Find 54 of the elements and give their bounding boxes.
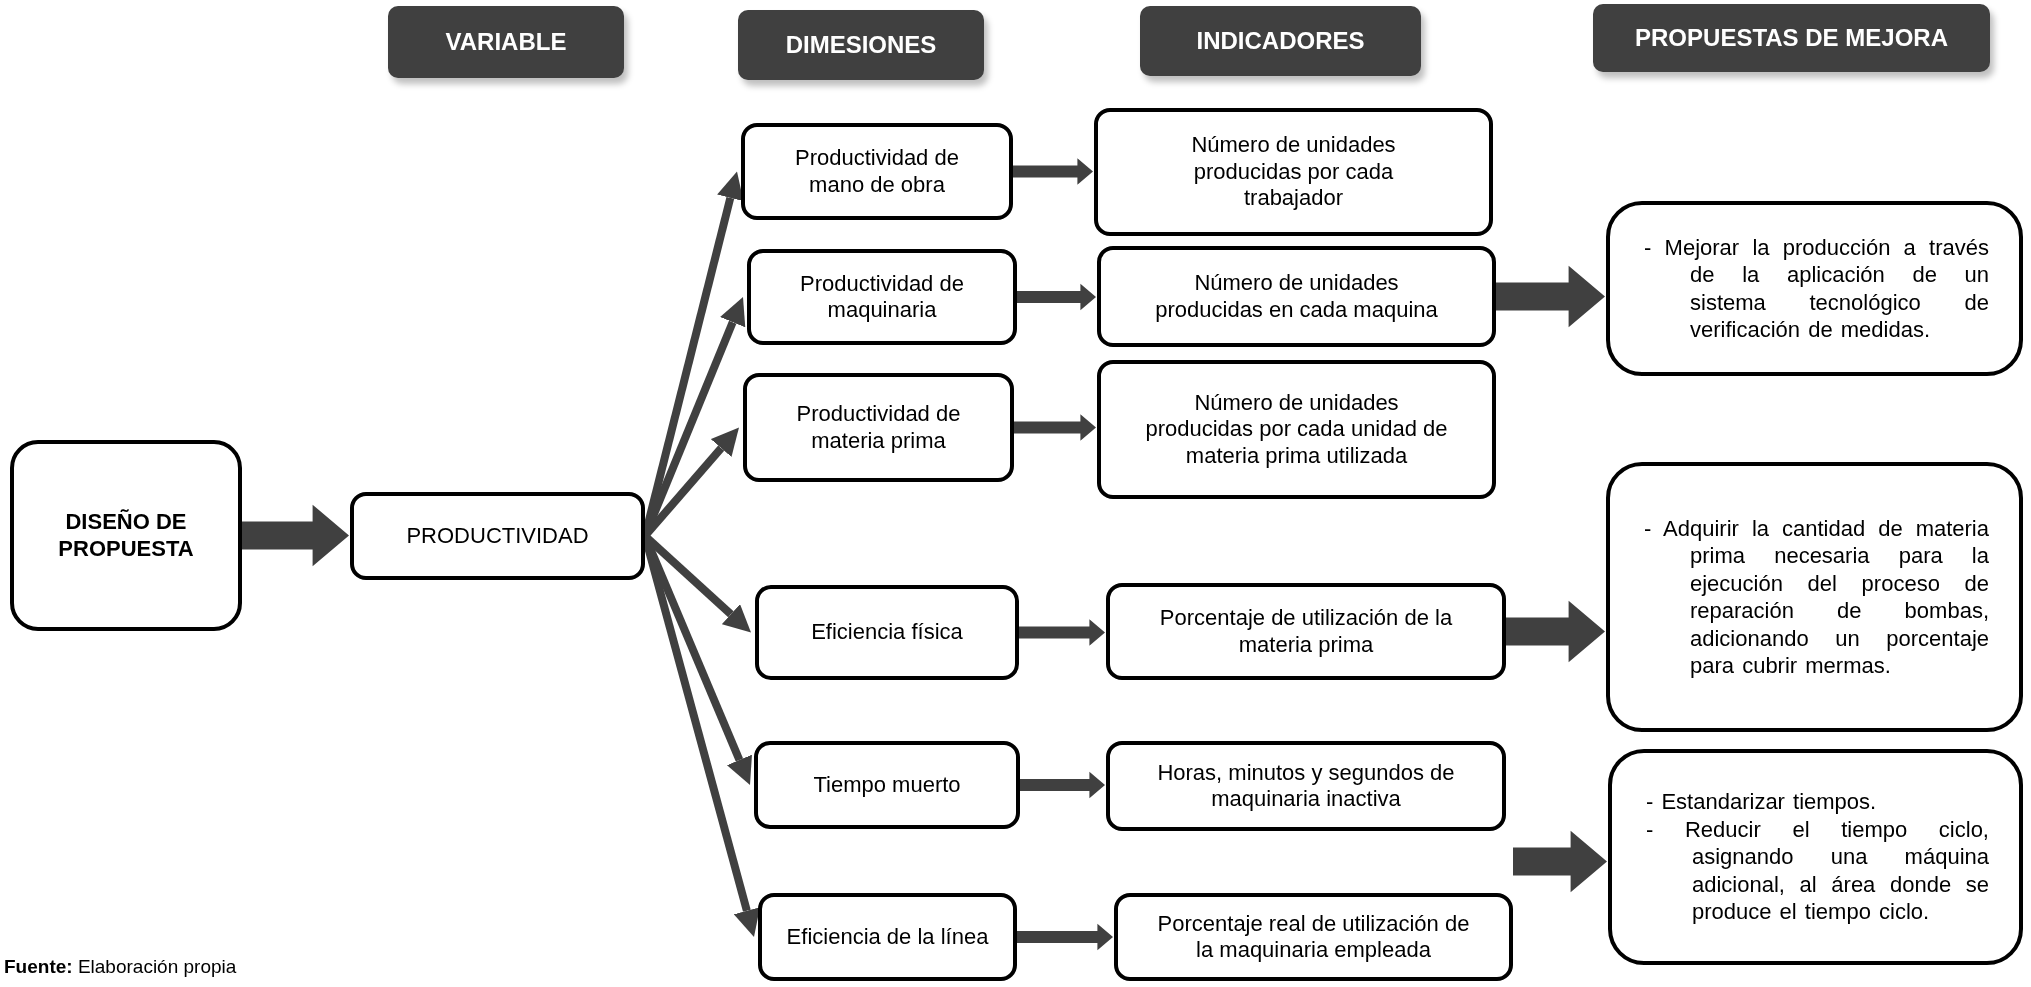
box-label: Horas, minutos y segundos de maquinaria inactiva <box>1156 759 1456 813</box>
box-label: Número de unidades producidas por cada trabajador <box>1190 132 1397 212</box>
header-box <box>1593 4 1990 72</box>
process-box <box>1114 893 1513 981</box>
header-label: VARIABLE <box>445 28 567 56</box>
process-box <box>1106 583 1506 680</box>
process-box <box>350 492 645 580</box>
block-arrow <box>1513 830 1607 893</box>
header-box <box>388 6 624 78</box>
block-arrow <box>1496 265 1605 328</box>
box-label: Porcentaje de utilización de la materia prima <box>1158 605 1454 658</box>
block-arrow <box>1506 600 1605 663</box>
caption: Fuente: Elaboración propia <box>4 956 237 978</box>
box-label: Tiempo muerto <box>813 771 961 799</box>
box-label: PRODUCTIVIDAD <box>406 522 589 550</box>
process-box <box>1106 741 1506 831</box>
process-box <box>755 585 1019 680</box>
process-box <box>743 373 1014 482</box>
block-arrow <box>1019 619 1105 646</box>
process-box <box>1097 360 1496 499</box>
block-arrow <box>1020 771 1105 799</box>
block-arrow <box>1017 923 1113 951</box>
process-box <box>10 440 242 631</box>
list-item: - Estandarizar tiempos. <box>1646 788 1878 816</box>
process-box <box>747 249 1017 345</box>
proposal-box <box>1606 462 2023 732</box>
block-arrow <box>242 504 349 567</box>
process-box <box>741 123 1013 220</box>
header-label: DIMESIONES <box>785 31 937 59</box>
header-label: INDICADORES <box>1196 27 1365 55</box>
header-box <box>738 10 984 80</box>
block-arrow <box>1013 158 1093 185</box>
box-label: DISEÑO DE PROPUESTA <box>57 509 195 562</box>
process-box <box>758 893 1017 981</box>
process-box <box>1097 246 1496 347</box>
proposal-box <box>1606 201 2023 376</box>
box-label: Eficiencia de la línea <box>786 923 989 951</box>
box-label: Productividad de mano de obra <box>794 145 960 198</box>
box-label: Porcentaje real de utilización de la maquinaria empleada <box>1156 910 1471 964</box>
header-label: PROPUESTAS DE MEJORA <box>1635 24 1948 52</box>
process-box <box>1094 108 1493 236</box>
process-box <box>754 741 1020 829</box>
header-box <box>1140 6 1421 76</box>
box-label: Eficiencia física <box>811 619 963 646</box>
list-item: - Mejorar la producción a través de la aplicación de un sistema tecnológico de verificación de medidas. <box>1644 233 1989 344</box>
list-item: - Adquirir la cantidad de materia prima necesaria para la ejecución del proceso de reparación de bombas, adicionando un porcentaje para cubrir mermas. <box>1644 514 1989 680</box>
block-arrow <box>1017 283 1096 311</box>
list-item: - Reducir el tiempo ciclo, asignando una máquina adicional, al área donde se produce el tiempo ciclo. <box>1646 815 1989 926</box>
box-label: Número de unidades producidas por cada unidad de materia prima utilizada <box>1145 389 1448 470</box>
box-label: Productividad de materia prima <box>795 401 962 454</box>
box-label: Productividad de maquinaria <box>799 270 965 324</box>
proposal-box <box>1608 749 2023 965</box>
block-arrow <box>1014 414 1096 441</box>
box-label: Número de unidades producidas en cada maquina <box>1154 270 1439 323</box>
